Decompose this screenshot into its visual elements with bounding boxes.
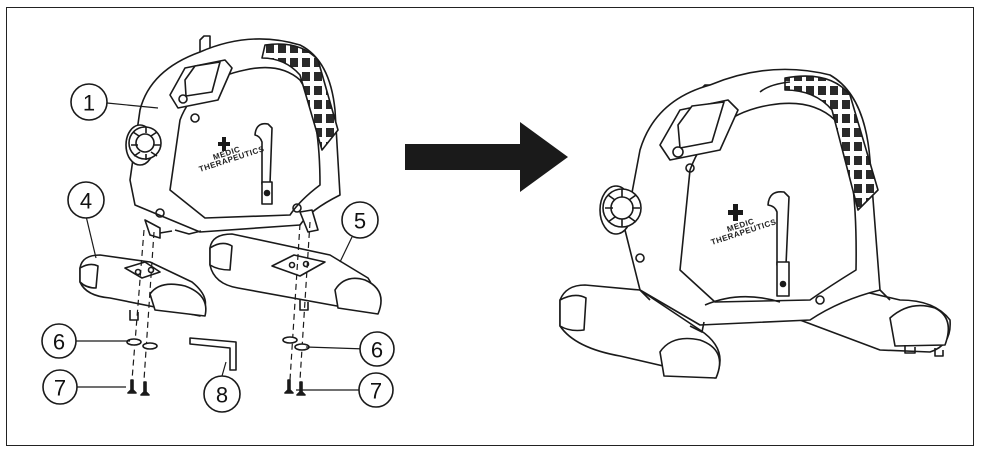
- callout-label-5: 5: [354, 209, 366, 234]
- brand-logo-right: [728, 204, 743, 221]
- assembled-front-foot: [559, 284, 721, 379]
- assembled-view: [559, 68, 951, 379]
- callout-circle-8: [203, 375, 241, 413]
- bolts: [127, 379, 306, 396]
- callout-label-8: 8: [216, 383, 228, 408]
- pedal-exerciser-body-exploded: [125, 35, 341, 239]
- allen-key: [189, 337, 237, 371]
- callout-circle-7-left: [42, 369, 78, 405]
- callout-label-6-left: 6: [53, 330, 65, 355]
- assembly-guide-lines: [131, 221, 311, 381]
- callout-label-7-left: 7: [54, 376, 66, 401]
- callout-leaders: [74, 102, 367, 391]
- callout-circle-4: [67, 181, 105, 219]
- callout-circle-6-left: [41, 323, 77, 359]
- tension-knob: [125, 124, 162, 166]
- front-stabilizer-foot: [79, 254, 207, 321]
- callout-label-7-right: 7: [370, 379, 382, 404]
- callout-circle-1: [70, 83, 108, 121]
- callout-circle-6-right: [359, 331, 395, 367]
- rear-stabilizer-foot: [209, 233, 382, 315]
- callout-circle-7-right: [358, 372, 394, 408]
- diagram-frame: [6, 7, 974, 446]
- exploded-view: [41, 35, 395, 413]
- callout-label-1: 1: [83, 91, 95, 116]
- callout-label-6-right: 6: [371, 338, 383, 363]
- tension-knob-assembled: [599, 185, 642, 235]
- washers: [126, 336, 310, 351]
- assembly-arrow-icon: [405, 122, 568, 192]
- brand-logo-left: [218, 137, 230, 151]
- callout-label-4: 4: [80, 189, 92, 214]
- callout-circle-5: [341, 201, 379, 239]
- pedal-exerciser-body-assembled: [599, 68, 944, 357]
